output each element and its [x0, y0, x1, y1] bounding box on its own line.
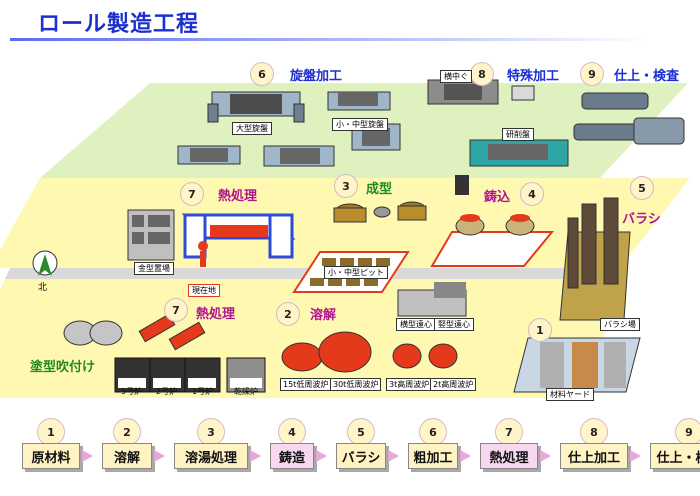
step-number-casting: 4 — [520, 182, 544, 206]
finish-roll-1 — [573, 92, 685, 145]
coating-rolls — [63, 320, 123, 346]
flow-step-box: 溶湯処理 — [174, 443, 248, 469]
material-yard — [513, 337, 641, 393]
flow-step-box: バラシ — [336, 443, 386, 469]
label-mold-stock: 金型置場 — [134, 262, 174, 275]
flow-arrow-icon — [82, 450, 93, 462]
flow-arrow-icon — [316, 450, 327, 462]
flow-arrow-icon — [460, 450, 471, 462]
flow-step-number: 3 — [197, 418, 225, 446]
label-coating: 塗型吹付け — [30, 360, 96, 375]
flow-step-box: 熱処理 — [480, 443, 538, 469]
label-barashi: バラシ — [622, 212, 661, 227]
flow-step-number: 1 — [37, 418, 65, 446]
title-underline — [10, 38, 650, 41]
label-melting: 溶解 — [310, 308, 337, 323]
flow-step-box: 仕上加工 — [560, 443, 628, 469]
flow-arrow-icon — [388, 450, 399, 462]
label-material-yard: 材料ヤード — [546, 388, 594, 401]
label-small-lathe: 小・中型旋盤 — [332, 118, 388, 131]
label-vertical-cent: 横型遠心 — [396, 318, 436, 331]
step-number-special: 8 — [470, 62, 494, 86]
label-grinder: 研削盤 — [502, 128, 534, 141]
label-ladle4: 2t高周波炉 — [430, 378, 477, 391]
step-number-finish: 9 — [580, 62, 604, 86]
step-number-melting: 2 — [276, 302, 300, 326]
label-furnace5: 5号炉 — [121, 387, 143, 396]
label-special: 特殊加工 — [507, 69, 560, 84]
step-number-molding: 3 — [334, 174, 358, 198]
flow-step-number: 7 — [495, 418, 523, 446]
step-number-material: 1 — [528, 318, 552, 342]
flow-step-number: 2 — [113, 418, 141, 446]
large-lathe-machine — [207, 91, 305, 123]
flow-arrow-icon — [540, 450, 551, 462]
grinder-machine — [469, 139, 569, 167]
flow-step-number: 5 — [347, 418, 375, 446]
step-number-lathe: 6 — [250, 62, 274, 86]
label-molding: 成型 — [366, 182, 393, 197]
small-lathe-machine — [327, 91, 391, 111]
lathe-row-2 — [177, 123, 401, 167]
heat-treat-red-rolls — [138, 313, 206, 351]
label-heat-lower: 熱処理 — [196, 307, 236, 322]
label-casting: 鋳込 — [484, 190, 511, 205]
flow-step-box: 鋳造 — [270, 443, 314, 469]
ladles — [281, 331, 458, 373]
casting-area — [430, 175, 555, 267]
label-barashi-site: バラシ場 — [600, 318, 640, 331]
factory-layout-diagram — [0, 79, 690, 398]
flow-step-number: 9 — [675, 418, 700, 446]
mold-stock-area — [127, 209, 175, 261]
step-number-heat-upper: 7 — [180, 182, 204, 206]
flow-arrow-icon — [154, 450, 165, 462]
step-number-heat-lower: 7 — [164, 298, 188, 322]
label-heat-upper: 熱処理 — [218, 189, 258, 204]
flow-step-box: 仕上・検査 — [650, 443, 700, 469]
label-current: 現在地 — [188, 284, 220, 297]
flow-step-number: 6 — [419, 418, 447, 446]
label-lathe-tag: 横中ぐ — [440, 70, 472, 83]
label-large-lathe: 大型旋盤 — [232, 122, 272, 135]
centrifugal-casting — [397, 282, 467, 317]
label-ladle3: 3t高周波炉 — [386, 378, 433, 391]
flow-step-number: 8 — [580, 418, 608, 446]
flow-arrow-icon — [630, 450, 641, 462]
flow-step-box: 原材料 — [22, 443, 80, 469]
label-dryer: 乾燥炉 — [234, 387, 258, 396]
label-north: 北 — [38, 283, 48, 293]
current-location-marker — [198, 241, 208, 267]
flow-step-box: 溶解 — [102, 443, 152, 469]
flow-arrow-icon — [250, 450, 261, 462]
furnace-row — [114, 357, 266, 393]
label-ladle2: 30t低周波炉 — [330, 378, 382, 391]
label-small-pit: 小・中型ピット — [324, 266, 388, 279]
step-number-barashi: 5 — [630, 176, 654, 200]
label-finish: 仕上・検査 — [614, 69, 680, 84]
molding-machines — [333, 201, 427, 223]
flow-step-box: 粗加工 — [408, 443, 458, 469]
page-title: ロール製造工程 — [38, 12, 200, 37]
label-lathe: 旋盤加工 — [290, 69, 343, 84]
north-compass-icon — [32, 250, 58, 276]
label-ladle1: 15t低周波炉 — [280, 378, 332, 391]
label-furnace1: 1号炉 — [192, 387, 214, 396]
label-horizontal-cent: 竪型遠心 — [434, 318, 474, 331]
flow-step-number: 4 — [278, 418, 306, 446]
label-furnace2: 2号炉 — [156, 387, 178, 396]
